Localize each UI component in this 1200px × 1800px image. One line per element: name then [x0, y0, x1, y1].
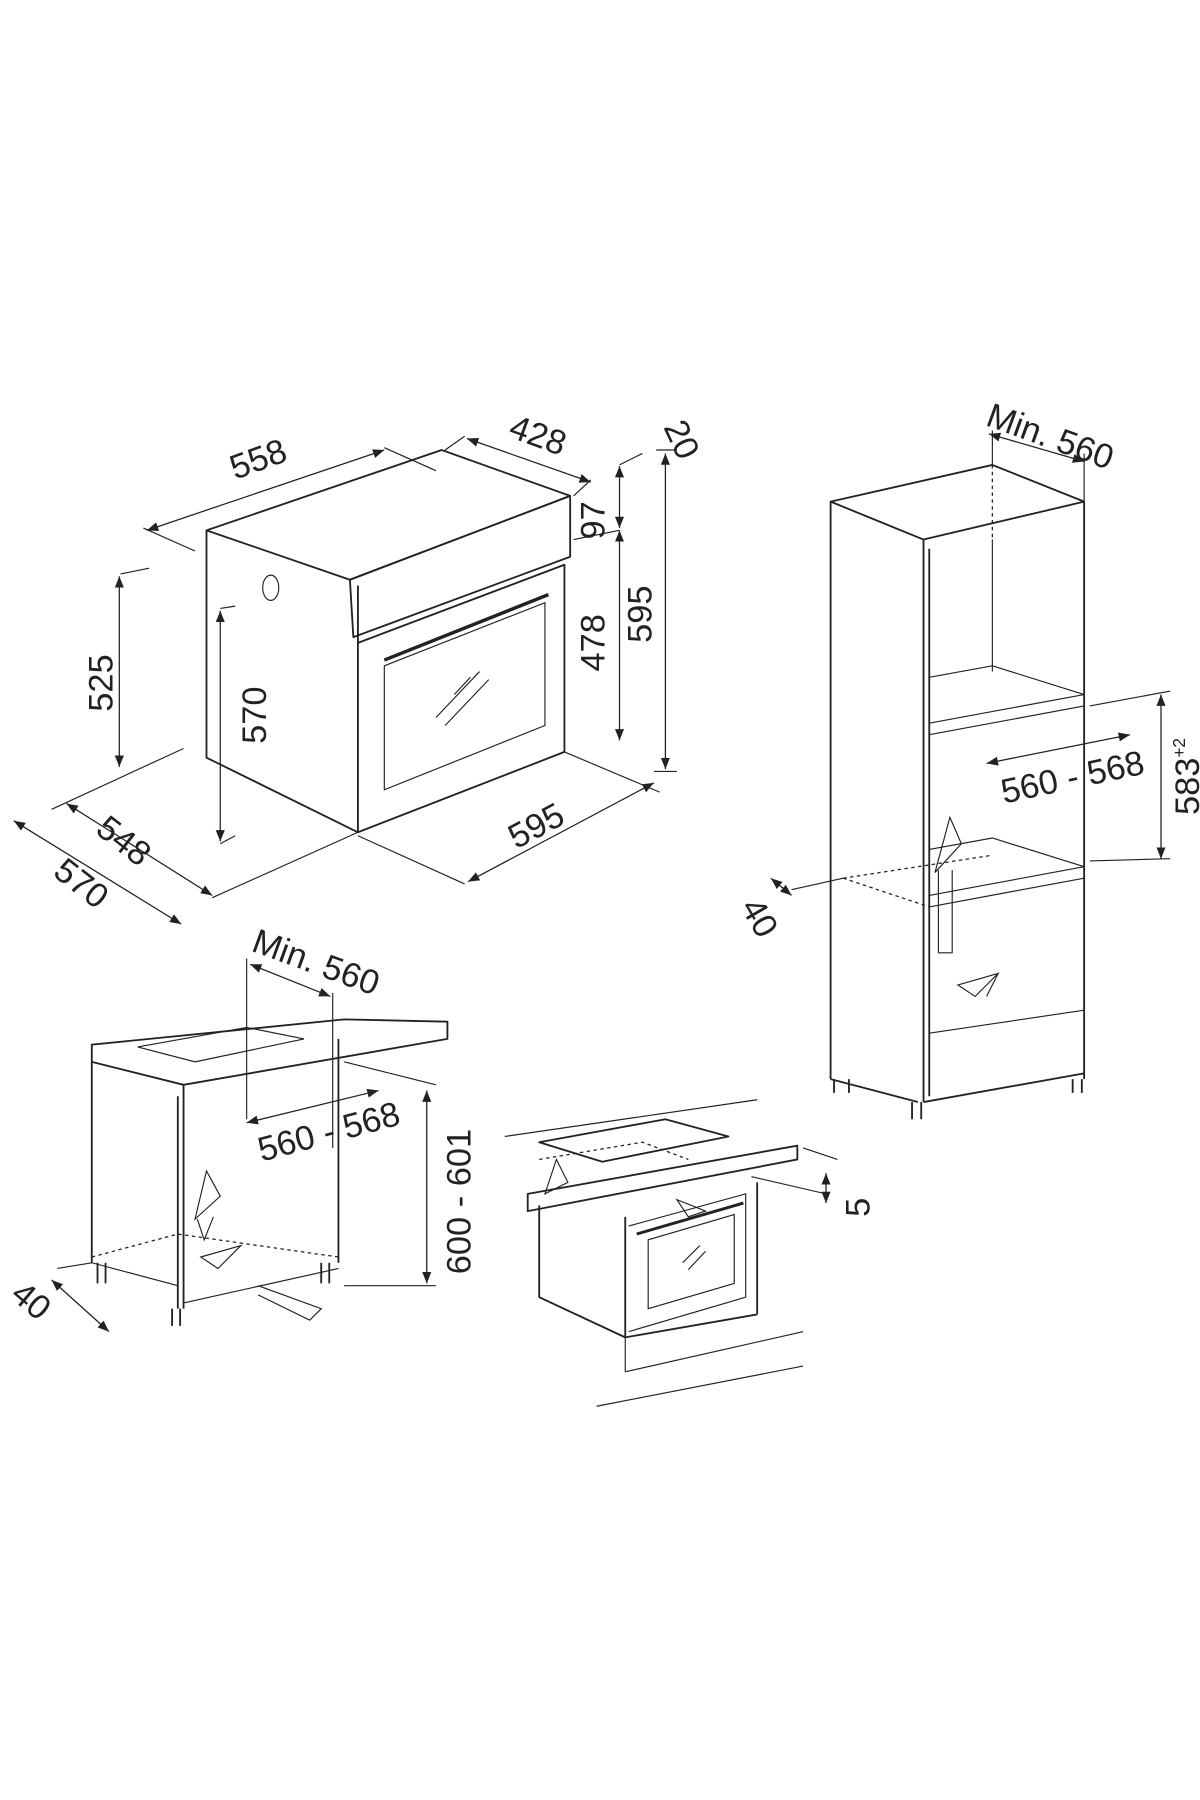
- tall-cabinet-drawing: Min. 560 560 - 568 583+2 40: [733, 397, 1200, 1120]
- dim-97: 97: [575, 501, 613, 539]
- dim-20: 20: [656, 414, 707, 465]
- dim-570-height: 570: [236, 686, 274, 743]
- airflow-arrow-icon: [934, 815, 963, 954]
- under-hob-drawing: 5: [504, 1099, 878, 1407]
- base-vent-depth: 40: [4, 1274, 58, 1328]
- tall-min-width: Min. 560: [982, 397, 1119, 478]
- airflow-arrow-icon: [199, 1244, 323, 1321]
- hob-gap: 5: [840, 1198, 878, 1217]
- dim-595-width: 595: [502, 796, 571, 857]
- airflow-arrow-icon: [543, 1157, 569, 1196]
- tall-niche-width: 560 - 568: [998, 744, 1148, 811]
- dim-548: 548: [89, 809, 158, 874]
- base-niche-height: 600 - 601: [440, 1129, 478, 1274]
- oven-drawing: 558 428 20 97 478 595 595 548 570 525 57…: [13, 408, 707, 925]
- dim-595-height: 595: [622, 585, 660, 642]
- base-cabinet-drawing: Min. 560 560 - 568 600 - 601 40: [4, 922, 478, 1333]
- dim-558: 558: [225, 432, 292, 487]
- dim-525: 525: [82, 654, 120, 711]
- airflow-arrow-icon: [675, 1198, 708, 1218]
- airflow-arrow-icon: [194, 1169, 221, 1242]
- base-niche-width: 560 - 568: [254, 1095, 404, 1169]
- airflow-arrow-icon: [956, 972, 1001, 998]
- knob-icon: [262, 574, 280, 601]
- dim-570-depth: 570: [47, 851, 116, 916]
- tall-vent-depth: 40: [733, 892, 785, 944]
- tall-niche-height: 583+2: [1169, 738, 1200, 815]
- dim-478: 478: [575, 614, 613, 671]
